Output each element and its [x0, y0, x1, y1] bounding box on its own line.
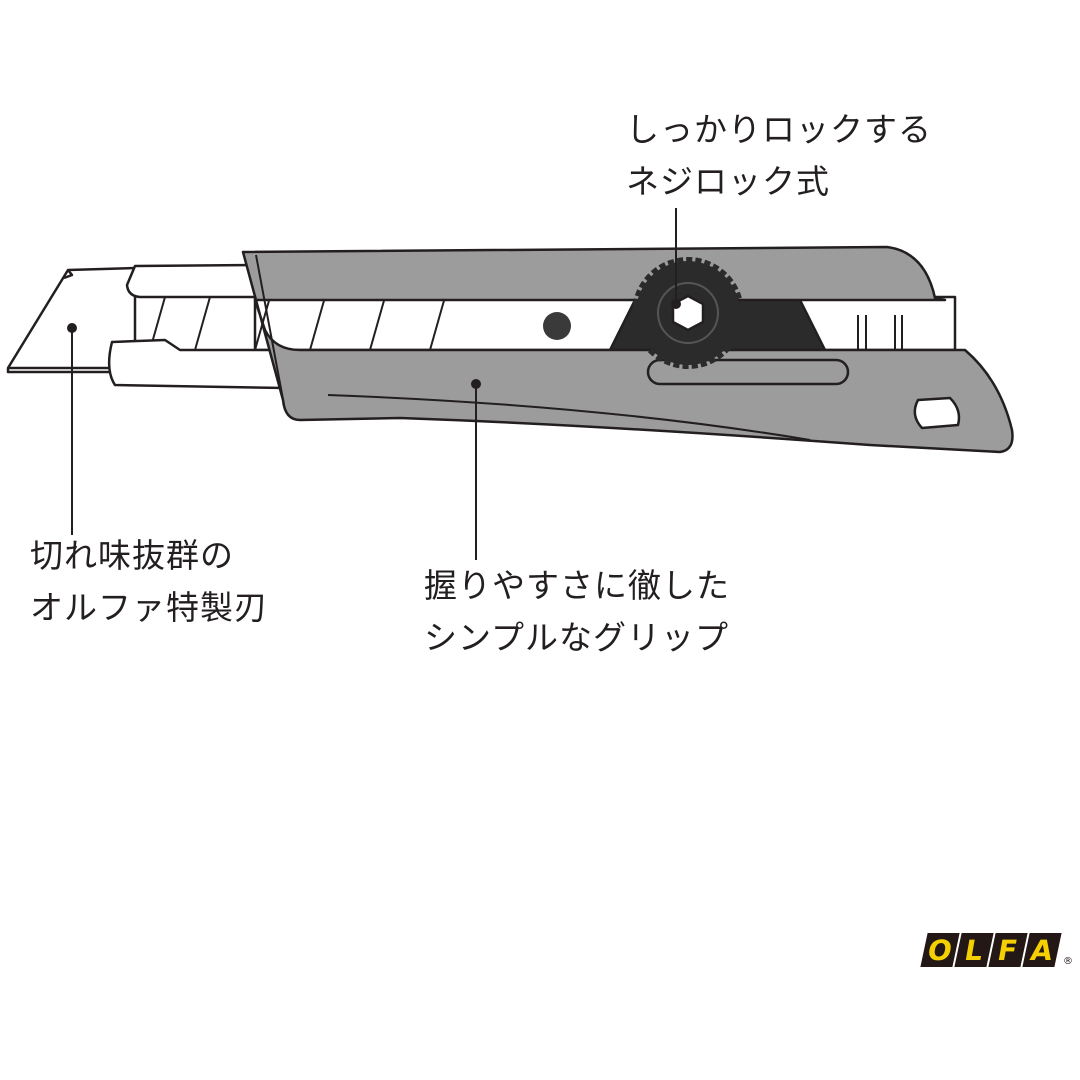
callout-blade-line2: オルファ特製刃: [30, 588, 268, 627]
logo-letter: O: [925, 933, 955, 967]
callout-grip-line2: シンプルなグリップ: [424, 618, 730, 657]
callout-lock: しっかりロックする ネジロック式: [626, 104, 932, 208]
callout-lock-line1: しっかりロックする: [626, 110, 932, 149]
logo-letter: A: [1028, 933, 1056, 967]
logo-letter: L: [962, 933, 986, 967]
blade-hole: [543, 312, 571, 340]
callout-blade: 切れ味抜群の オルファ特製刃: [30, 530, 268, 634]
handle: [241, 245, 1014, 454]
callout-blade-line1: 切れ味抜群の: [30, 536, 234, 575]
olfa-logo: O L F A ®: [920, 933, 1073, 967]
lock-knob: [632, 257, 744, 369]
logo-letter: F: [995, 933, 1021, 967]
blade-holder-lower: [107, 338, 287, 390]
blade-window: [253, 295, 957, 352]
callout-lock-line2: ネジロック式: [626, 162, 830, 201]
callout-grip: 握りやすさに徹した シンプルなグリップ: [424, 560, 730, 664]
callout-grip-line1: 握りやすさに徹した: [424, 566, 730, 605]
lanyard-hole: [913, 396, 961, 430]
blade-holder-upper: [125, 263, 257, 299]
slider-slot: [646, 358, 850, 386]
registered-mark: ®: [1063, 956, 1073, 967]
